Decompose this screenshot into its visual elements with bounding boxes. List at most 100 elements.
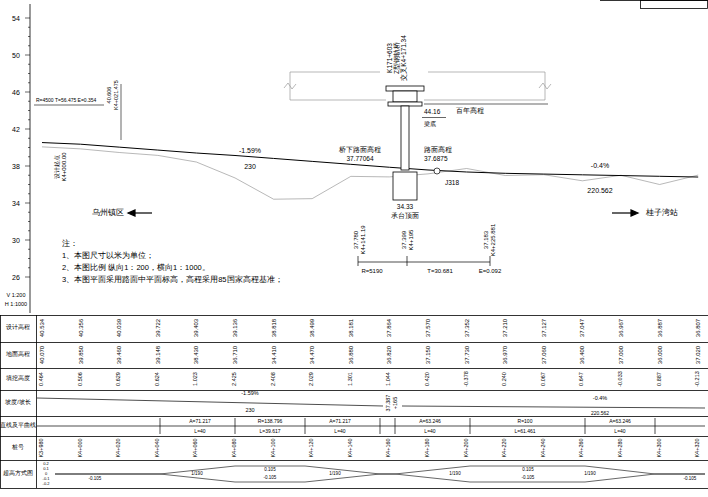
axis-tick bbox=[28, 156, 30, 157]
grade-value: -0.4% bbox=[593, 396, 607, 402]
axis-tick bbox=[25, 18, 30, 19]
sheet-frame bbox=[30, 4, 31, 313]
benchmark-label: J318 bbox=[445, 180, 459, 187]
ground-elevation: 36.710 bbox=[232, 346, 238, 364]
alignment-line bbox=[585, 418, 586, 434]
leader-line bbox=[34, 105, 104, 106]
superelevation-value: 1/190 bbox=[329, 472, 340, 477]
elevation-value: 37.183 bbox=[483, 231, 489, 249]
ground-elevation: 34.410 bbox=[271, 346, 277, 364]
curve-element: L=40 bbox=[334, 429, 345, 434]
station-value: K4+120 bbox=[309, 438, 315, 457]
alignment-line bbox=[395, 418, 396, 434]
elevation-value: 37.399 bbox=[401, 231, 407, 249]
station-value: K4+021.475 bbox=[114, 80, 120, 110]
alignment-line bbox=[37, 426, 705, 427]
station-value: K4+000 bbox=[78, 438, 84, 457]
curve-element: R=138.796 bbox=[258, 419, 283, 424]
axis-tick-label: 42 bbox=[12, 126, 20, 133]
design-elevation: 38.181 bbox=[348, 319, 354, 337]
ground-elevation: 37.150 bbox=[425, 346, 431, 364]
station-value: K4+220 bbox=[502, 438, 508, 457]
leader-line bbox=[424, 104, 548, 105]
grade-length: 230 bbox=[245, 408, 254, 414]
alignment-line bbox=[160, 418, 161, 434]
row-header: 设计高程 bbox=[6, 325, 30, 331]
grade-length: 220.562 bbox=[591, 411, 609, 416]
leader-line bbox=[422, 117, 446, 118]
design-elevation: 38.499 bbox=[309, 319, 315, 337]
data-table bbox=[36, 315, 37, 488]
structure-label: 承台顶面 bbox=[391, 213, 419, 220]
direction-label: 乌州镇区 bbox=[92, 209, 124, 217]
flood-outline bbox=[284, 83, 296, 89]
station-value: K4+060 bbox=[194, 438, 200, 457]
superelevation-value: 0.105 bbox=[264, 468, 275, 473]
ground-elevation: 39.460 bbox=[116, 346, 122, 364]
axis-tick bbox=[28, 27, 30, 28]
design-elevation: 38.818 bbox=[271, 319, 277, 337]
design-elevation: 36.887 bbox=[657, 319, 663, 337]
grade-line bbox=[402, 406, 705, 408]
row-header: 地面高程 bbox=[6, 352, 30, 358]
superelevation-value: -0.105 bbox=[522, 476, 535, 481]
design-line bbox=[42, 143, 698, 177]
axis-tick bbox=[28, 175, 30, 176]
axis-tick bbox=[28, 73, 30, 74]
axis-tick bbox=[28, 221, 30, 222]
station-value: K4+200 bbox=[464, 438, 470, 457]
alignment-line bbox=[470, 418, 471, 434]
superelevation-value: 1/190 bbox=[191, 472, 202, 477]
curve-parameters: E=0.092 bbox=[479, 268, 502, 274]
station-value: K4+300 bbox=[657, 438, 663, 457]
design-elevation: 40.356 bbox=[78, 319, 84, 337]
row-header: 超高方式图 bbox=[3, 471, 33, 477]
ground-elevation: 38.430 bbox=[193, 346, 199, 364]
station-value: K4+141.19 bbox=[360, 225, 366, 254]
scale-value: -0.2 bbox=[43, 482, 50, 486]
direction-arrow bbox=[134, 212, 152, 213]
ground-line bbox=[42, 147, 698, 199]
grade-value: -1.59% bbox=[239, 147, 261, 154]
fill-height: 0.067 bbox=[541, 372, 547, 386]
fill-height: 0.887 bbox=[657, 372, 663, 386]
grade-length: 230 bbox=[244, 163, 256, 170]
axis-tick bbox=[28, 258, 30, 259]
fill-height: -0.033 bbox=[618, 371, 624, 387]
grade-value: -0.4% bbox=[591, 162, 609, 169]
fill-height: 0.420 bbox=[425, 372, 431, 386]
axis-tick bbox=[28, 212, 30, 213]
axis-tick bbox=[25, 55, 30, 56]
row-header: 直线及平曲线 bbox=[0, 423, 36, 429]
design-elevation: 37.047 bbox=[579, 319, 585, 337]
scale-note: H 1:1000 bbox=[5, 302, 27, 308]
alignment-line bbox=[305, 418, 306, 434]
row-header: 填挖高度 bbox=[6, 376, 30, 382]
data-table bbox=[0, 315, 708, 489]
station-value: K4+260 bbox=[580, 438, 586, 457]
design-elevation: 39.403 bbox=[193, 319, 199, 337]
grade-line bbox=[37, 398, 383, 406]
station-value: K4+240 bbox=[541, 438, 547, 457]
design-elevation: 39.136 bbox=[232, 319, 238, 337]
axis-tick bbox=[25, 18, 30, 277]
ground-elevation: 37.000 bbox=[618, 346, 624, 364]
data-table bbox=[0, 342, 708, 343]
ground-elevation: 36.970 bbox=[502, 346, 508, 364]
flood-outline bbox=[284, 72, 551, 100]
fill-height: 1.044 bbox=[387, 372, 393, 386]
direction-arrow bbox=[612, 212, 632, 213]
fill-height: -0.378 bbox=[464, 371, 470, 387]
alignment-line bbox=[37, 418, 705, 434]
ground-elevation: 36.880 bbox=[348, 346, 354, 364]
data-table bbox=[0, 416, 708, 417]
elevation-value: 37.780 bbox=[353, 231, 359, 249]
ground-elevation: 39.850 bbox=[78, 346, 84, 364]
axis-tick bbox=[28, 138, 30, 139]
axis-tick bbox=[28, 45, 30, 46]
fill-height: 1.023 bbox=[194, 372, 200, 386]
benchmark-symbol bbox=[434, 168, 440, 174]
axis-tick-label: 34 bbox=[12, 200, 20, 207]
design-elevation: 37.864 bbox=[386, 319, 392, 337]
